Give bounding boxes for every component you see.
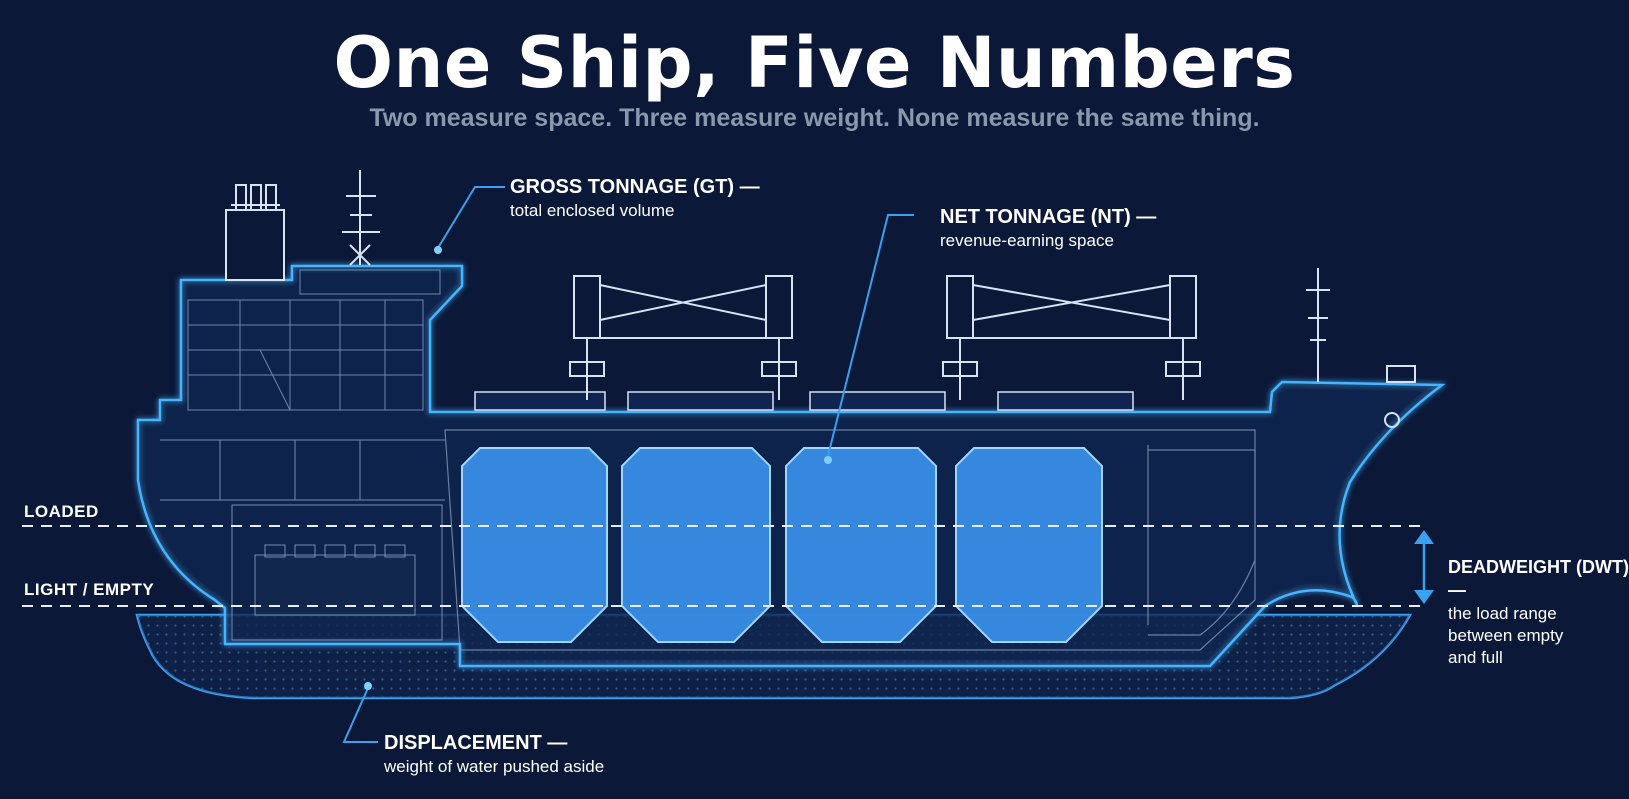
leader-lines bbox=[342, 186, 914, 743]
accommodation-block bbox=[187, 269, 441, 411]
gross-tonnage-name: GROSS TONNAGE (GT) — bbox=[510, 176, 760, 198]
deadweight-desc-line1: the load range bbox=[1448, 603, 1557, 623]
net-tonnage-name: NET TONNAGE (NT) — bbox=[940, 206, 1157, 228]
displacement-desc: weight of water pushed aside bbox=[384, 757, 605, 776]
hold-walls bbox=[444, 429, 1256, 651]
funnel bbox=[225, 184, 285, 281]
label-net-tonnage: NET TONNAGE (NT) — revenue-earning space bbox=[940, 204, 1156, 252]
deadweight-name: DEADWEIGHT (DWT) — bbox=[1448, 557, 1629, 601]
cargo-hold-2 bbox=[621, 447, 771, 643]
loaded-label: LOADED bbox=[24, 502, 99, 521]
hatch-covers bbox=[474, 391, 1134, 411]
gross-tonnage-desc: total enclosed volume bbox=[510, 201, 675, 220]
light-empty-label: LIGHT / EMPTY bbox=[24, 580, 155, 599]
deadweight-desc-line3: and full bbox=[1448, 647, 1503, 667]
displacement-name: DISPLACEMENT — bbox=[384, 732, 568, 754]
deadweight-desc-line2: between empty bbox=[1448, 625, 1564, 645]
cargo-holds bbox=[461, 447, 1103, 643]
label-displacement: DISPLACEMENT — weight of water pushed as… bbox=[384, 730, 604, 778]
deadweight-arrow bbox=[1414, 530, 1434, 604]
radar-mast bbox=[342, 170, 380, 266]
cargo-hold-1 bbox=[461, 447, 608, 643]
deck-cranes bbox=[569, 275, 1201, 400]
page-subtitle: Two measure space. Three measure weight.… bbox=[369, 104, 1260, 132]
cargo-hold-4 bbox=[955, 447, 1103, 643]
label-gross-tonnage: GROSS TONNAGE (GT) — total enclosed volu… bbox=[510, 174, 760, 222]
label-deadweight: DEADWEIGHT (DWT) — the load range betwee… bbox=[1448, 556, 1629, 669]
net-tonnage-desc: revenue-earning space bbox=[940, 231, 1114, 250]
page-title: One Ship, Five Numbers bbox=[333, 22, 1296, 104]
cargo-hold-3 bbox=[785, 447, 937, 643]
bow-mast bbox=[1306, 268, 1416, 428]
